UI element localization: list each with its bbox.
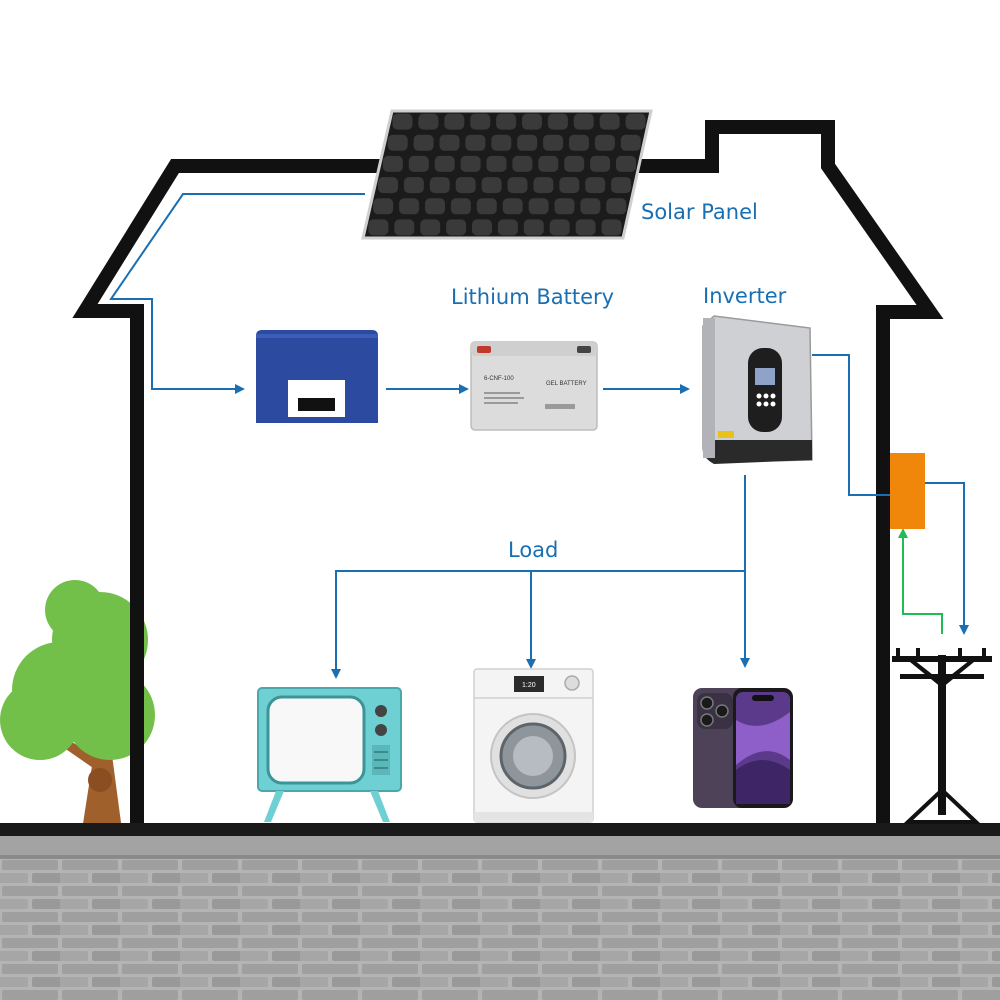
solar-cell <box>547 113 568 130</box>
meter-box-icon <box>890 453 925 529</box>
solar-cell <box>476 198 497 215</box>
solar-cell <box>444 113 465 130</box>
solar-cell <box>585 177 606 194</box>
ground-wall <box>0 836 1000 1000</box>
grid-return-line <box>898 528 943 634</box>
solar-cell <box>373 198 394 215</box>
solar-cell <box>507 177 528 194</box>
ground-line <box>0 823 1000 836</box>
solar-cell <box>564 155 585 172</box>
solar-cell <box>455 177 476 194</box>
solar-panel-label: Solar Panel <box>641 200 758 224</box>
solar-cell <box>594 134 615 151</box>
load-label: Load <box>508 538 559 562</box>
solar-cell <box>496 113 517 130</box>
solar-cell <box>465 134 486 151</box>
solar-cell <box>394 219 415 236</box>
solar-cell <box>528 198 549 215</box>
solar-cell <box>460 155 481 172</box>
solar-cell <box>470 113 491 130</box>
solar-cell <box>491 134 512 151</box>
solar-cell <box>559 177 580 194</box>
solar-cell <box>616 155 636 172</box>
battery-type-text: GEL BATTERY <box>546 381 587 387</box>
solar-cell <box>413 134 434 151</box>
house-outline <box>72 120 944 826</box>
solar-cell <box>549 219 570 236</box>
solar-cell <box>472 219 492 236</box>
solar-cell <box>611 177 632 194</box>
solar-cell <box>620 134 641 151</box>
solar-cell <box>543 134 564 151</box>
solar-cell <box>368 219 389 236</box>
inverter-label: Inverter <box>703 284 787 308</box>
washing-machine-icon: 1:20 <box>473 668 594 823</box>
solar-cell <box>382 155 403 172</box>
solar-cell <box>533 177 554 194</box>
utility-pole-icon <box>892 648 992 824</box>
tv-icon <box>257 687 402 822</box>
charge-controller-icon <box>256 330 378 423</box>
solar-cell <box>429 177 450 194</box>
solar-cell <box>439 134 460 151</box>
solar-cell <box>554 198 575 215</box>
solar-cell <box>408 155 429 172</box>
solar-cell <box>538 155 559 172</box>
solar-cell <box>378 177 398 194</box>
solar-cell <box>601 219 622 236</box>
solar-cell <box>434 155 455 172</box>
solar-cell <box>387 134 408 151</box>
lithium-battery-label: Lithium Battery <box>451 285 615 309</box>
battery-model-text: 6-CNF-100 <box>484 376 514 382</box>
solar-cell <box>580 198 601 215</box>
solar-cell <box>573 113 594 130</box>
solar-cell <box>420 219 441 236</box>
solar-cell <box>450 198 471 215</box>
solar-cell <box>497 219 518 236</box>
solar-cell <box>418 113 439 130</box>
solar-cell <box>599 113 620 130</box>
solar-cell <box>606 198 627 215</box>
solar-cell <box>446 219 467 236</box>
solar-cell <box>403 177 424 194</box>
solar-cell <box>486 155 507 172</box>
flow-lines <box>109 193 969 679</box>
solar-cell <box>590 155 611 172</box>
solar-cell <box>481 177 502 194</box>
solar-cell <box>522 113 542 130</box>
battery-icon: 6-CNF-100 GEL BATTERY <box>470 341 598 431</box>
solar-cell <box>523 219 544 236</box>
solar-cell <box>625 113 646 130</box>
solar-cell <box>517 134 538 151</box>
solar-cell <box>502 198 523 215</box>
solar-cell <box>575 219 596 236</box>
solar-cell <box>569 134 589 151</box>
solar-cell <box>392 113 413 130</box>
inverter-icon <box>702 315 813 464</box>
smartphone-icon <box>693 688 793 808</box>
solar-panel-icon <box>361 109 653 240</box>
solar-cell <box>399 198 420 215</box>
solar-cell <box>512 155 533 172</box>
washer-display-text: 1:20 <box>522 682 536 689</box>
solar-cell <box>425 198 445 215</box>
